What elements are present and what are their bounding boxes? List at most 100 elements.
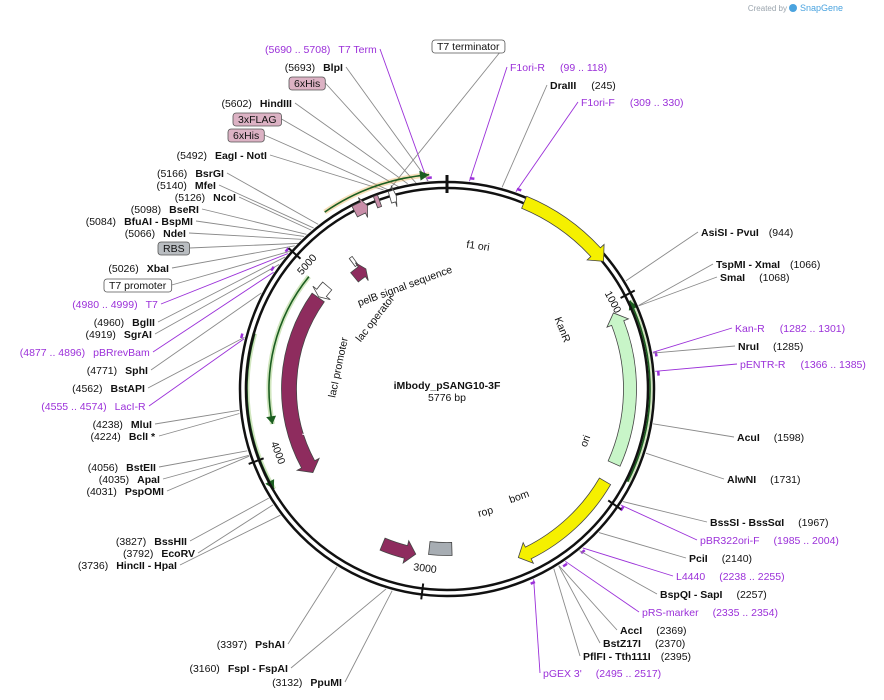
- tag-box: [157, 241, 190, 256]
- position-text: (2369): [656, 625, 686, 637]
- feature-label-kanr: KanR: [552, 315, 573, 344]
- feature-lacz-: [350, 262, 369, 283]
- enzyme-name: EcoRV: [161, 548, 195, 560]
- enzyme-name: BglII: [132, 317, 155, 329]
- leader-line: [638, 276, 718, 307]
- orf-arrowhead: [419, 170, 430, 181]
- site-label: AccI(2369): [620, 625, 687, 637]
- position-text: (5693): [285, 62, 315, 74]
- site-label: (4031)PspOMI: [86, 486, 164, 498]
- enzyme-name: NdeI: [163, 228, 186, 240]
- leader-line: [582, 547, 674, 577]
- primer-text: pBRrevBam: [93, 347, 150, 359]
- enzyme-name: -: [249, 663, 258, 675]
- leader-line: [558, 565, 618, 631]
- leader-line: [166, 455, 250, 492]
- site-label: (5098)BseRI: [131, 204, 199, 216]
- tag-box: [431, 39, 506, 54]
- enzyme-name: AsiSI: [701, 227, 727, 239]
- feature-label-pelb: pelB signal sequence: [356, 264, 454, 309]
- label-text: (4555 .. 4574)LacI-R: [41, 401, 146, 413]
- enzyme-name: PpuMI: [310, 677, 342, 689]
- primer-mark: [580, 549, 586, 555]
- primer-label: pRS-marker(2335 .. 2354): [642, 607, 778, 619]
- position-text: (3397): [217, 639, 247, 651]
- feature-label-ori: ori: [578, 434, 593, 449]
- enzyme-name: FspI: [228, 663, 250, 675]
- leader-line: [533, 579, 541, 674]
- watermark-prefix: Created by: [748, 4, 787, 13]
- enzyme-name: -: [152, 216, 161, 228]
- enzyme-name: -: [237, 150, 246, 162]
- enzyme-name: -: [145, 560, 154, 572]
- primer-text: pBR322ori-F: [700, 535, 760, 547]
- leader-line: [653, 423, 735, 438]
- feature-arrows: [281, 185, 637, 565]
- leader-line: [201, 208, 307, 235]
- primer-label: (4555 .. 4574)LacI-R: [41, 401, 146, 413]
- tag-text: RBS: [163, 243, 185, 255]
- label-text: pBR322ori-F(1985 .. 2004): [700, 535, 839, 547]
- label-text: Kan-R(1282 .. 1301): [735, 323, 845, 335]
- label-text: (4980 .. 4999)T7: [72, 299, 158, 311]
- leader-line: [389, 45, 506, 190]
- primer-mark: [270, 266, 275, 272]
- label-text: (4056)BstEII: [88, 462, 156, 474]
- plasmid-center: iMbody_pSANG10-3F 5776 bp: [394, 380, 501, 404]
- position-text: (3827): [116, 536, 146, 548]
- leader-line: [287, 566, 338, 645]
- label-text: L4440(2238 .. 2255): [676, 571, 785, 583]
- site-label: NruI(1285): [738, 341, 803, 353]
- label-text: (4562)BstAPI: [72, 383, 145, 395]
- leader-line: [218, 184, 314, 229]
- label-text: pENTR-R(1366 .. 1385): [740, 359, 866, 371]
- tag-text: T7 terminator: [437, 41, 500, 53]
- feature-label-laci-promoter: lacI promoter: [326, 336, 351, 399]
- site-label: (5140)MfeI: [157, 180, 216, 192]
- feature-tag-t7-promoter: T7 promoter: [103, 278, 173, 293]
- primer-mark: [530, 580, 536, 585]
- feature-bom: [428, 541, 453, 556]
- label-text: BssSI - BssSαI(1967): [710, 517, 829, 529]
- tag-text: 3xFLAG: [238, 114, 277, 126]
- tick-label: 5000: [295, 252, 320, 278]
- feature-ori: [517, 477, 612, 565]
- label-text: (5602)HindIII: [221, 98, 292, 110]
- enzyme-name: SphI: [125, 365, 148, 377]
- leader-line: [379, 48, 428, 182]
- enzyme-name: SapI: [700, 589, 722, 601]
- position-text: (4224): [90, 431, 120, 443]
- leader-line: [620, 504, 698, 541]
- primer-label: L4440(2238 .. 2255): [676, 571, 785, 583]
- label-text: pGEX 3'(2495 .. 2517): [543, 668, 661, 680]
- label-text: DraIII(245): [550, 80, 616, 92]
- position-text: (5026): [108, 263, 138, 275]
- primer-mark: [516, 187, 522, 192]
- enzyme-name: FspAI: [259, 663, 288, 675]
- tick-mark: [420, 583, 425, 600]
- tag-box: [103, 278, 173, 293]
- site-label: (5066)NdeI: [125, 228, 186, 240]
- plasmid-name: iMbody_pSANG10-3F: [394, 380, 501, 392]
- label-text: pRS-marker(2335 .. 2354): [642, 607, 778, 619]
- position-text: (5084): [86, 216, 116, 228]
- site-label: (3792)EcoRV: [123, 548, 195, 560]
- label-text: F1ori-F(309 .. 330): [581, 97, 684, 109]
- tag-box: [227, 128, 265, 143]
- label-text: (5140)MfeI: [157, 180, 216, 192]
- position-text: (4031): [86, 486, 116, 498]
- enzyme-name: BspMI: [161, 216, 193, 228]
- enzyme-name: BssSαI: [749, 517, 785, 529]
- enzyme-name: TspMI: [716, 259, 746, 271]
- leader-line: [344, 590, 393, 683]
- leader-line: [553, 568, 581, 657]
- feature-laci-promoter: [312, 281, 333, 300]
- feature-laci: [281, 292, 325, 473]
- leader-line: [189, 242, 299, 249]
- label-text: AsiSI - PvuI(944): [701, 227, 793, 239]
- enzyme-name: -: [739, 517, 748, 529]
- label-text: AcuI(1598): [737, 432, 804, 444]
- enzyme-name: XbaI: [147, 263, 169, 275]
- watermark-brand: SnapGene: [800, 3, 843, 13]
